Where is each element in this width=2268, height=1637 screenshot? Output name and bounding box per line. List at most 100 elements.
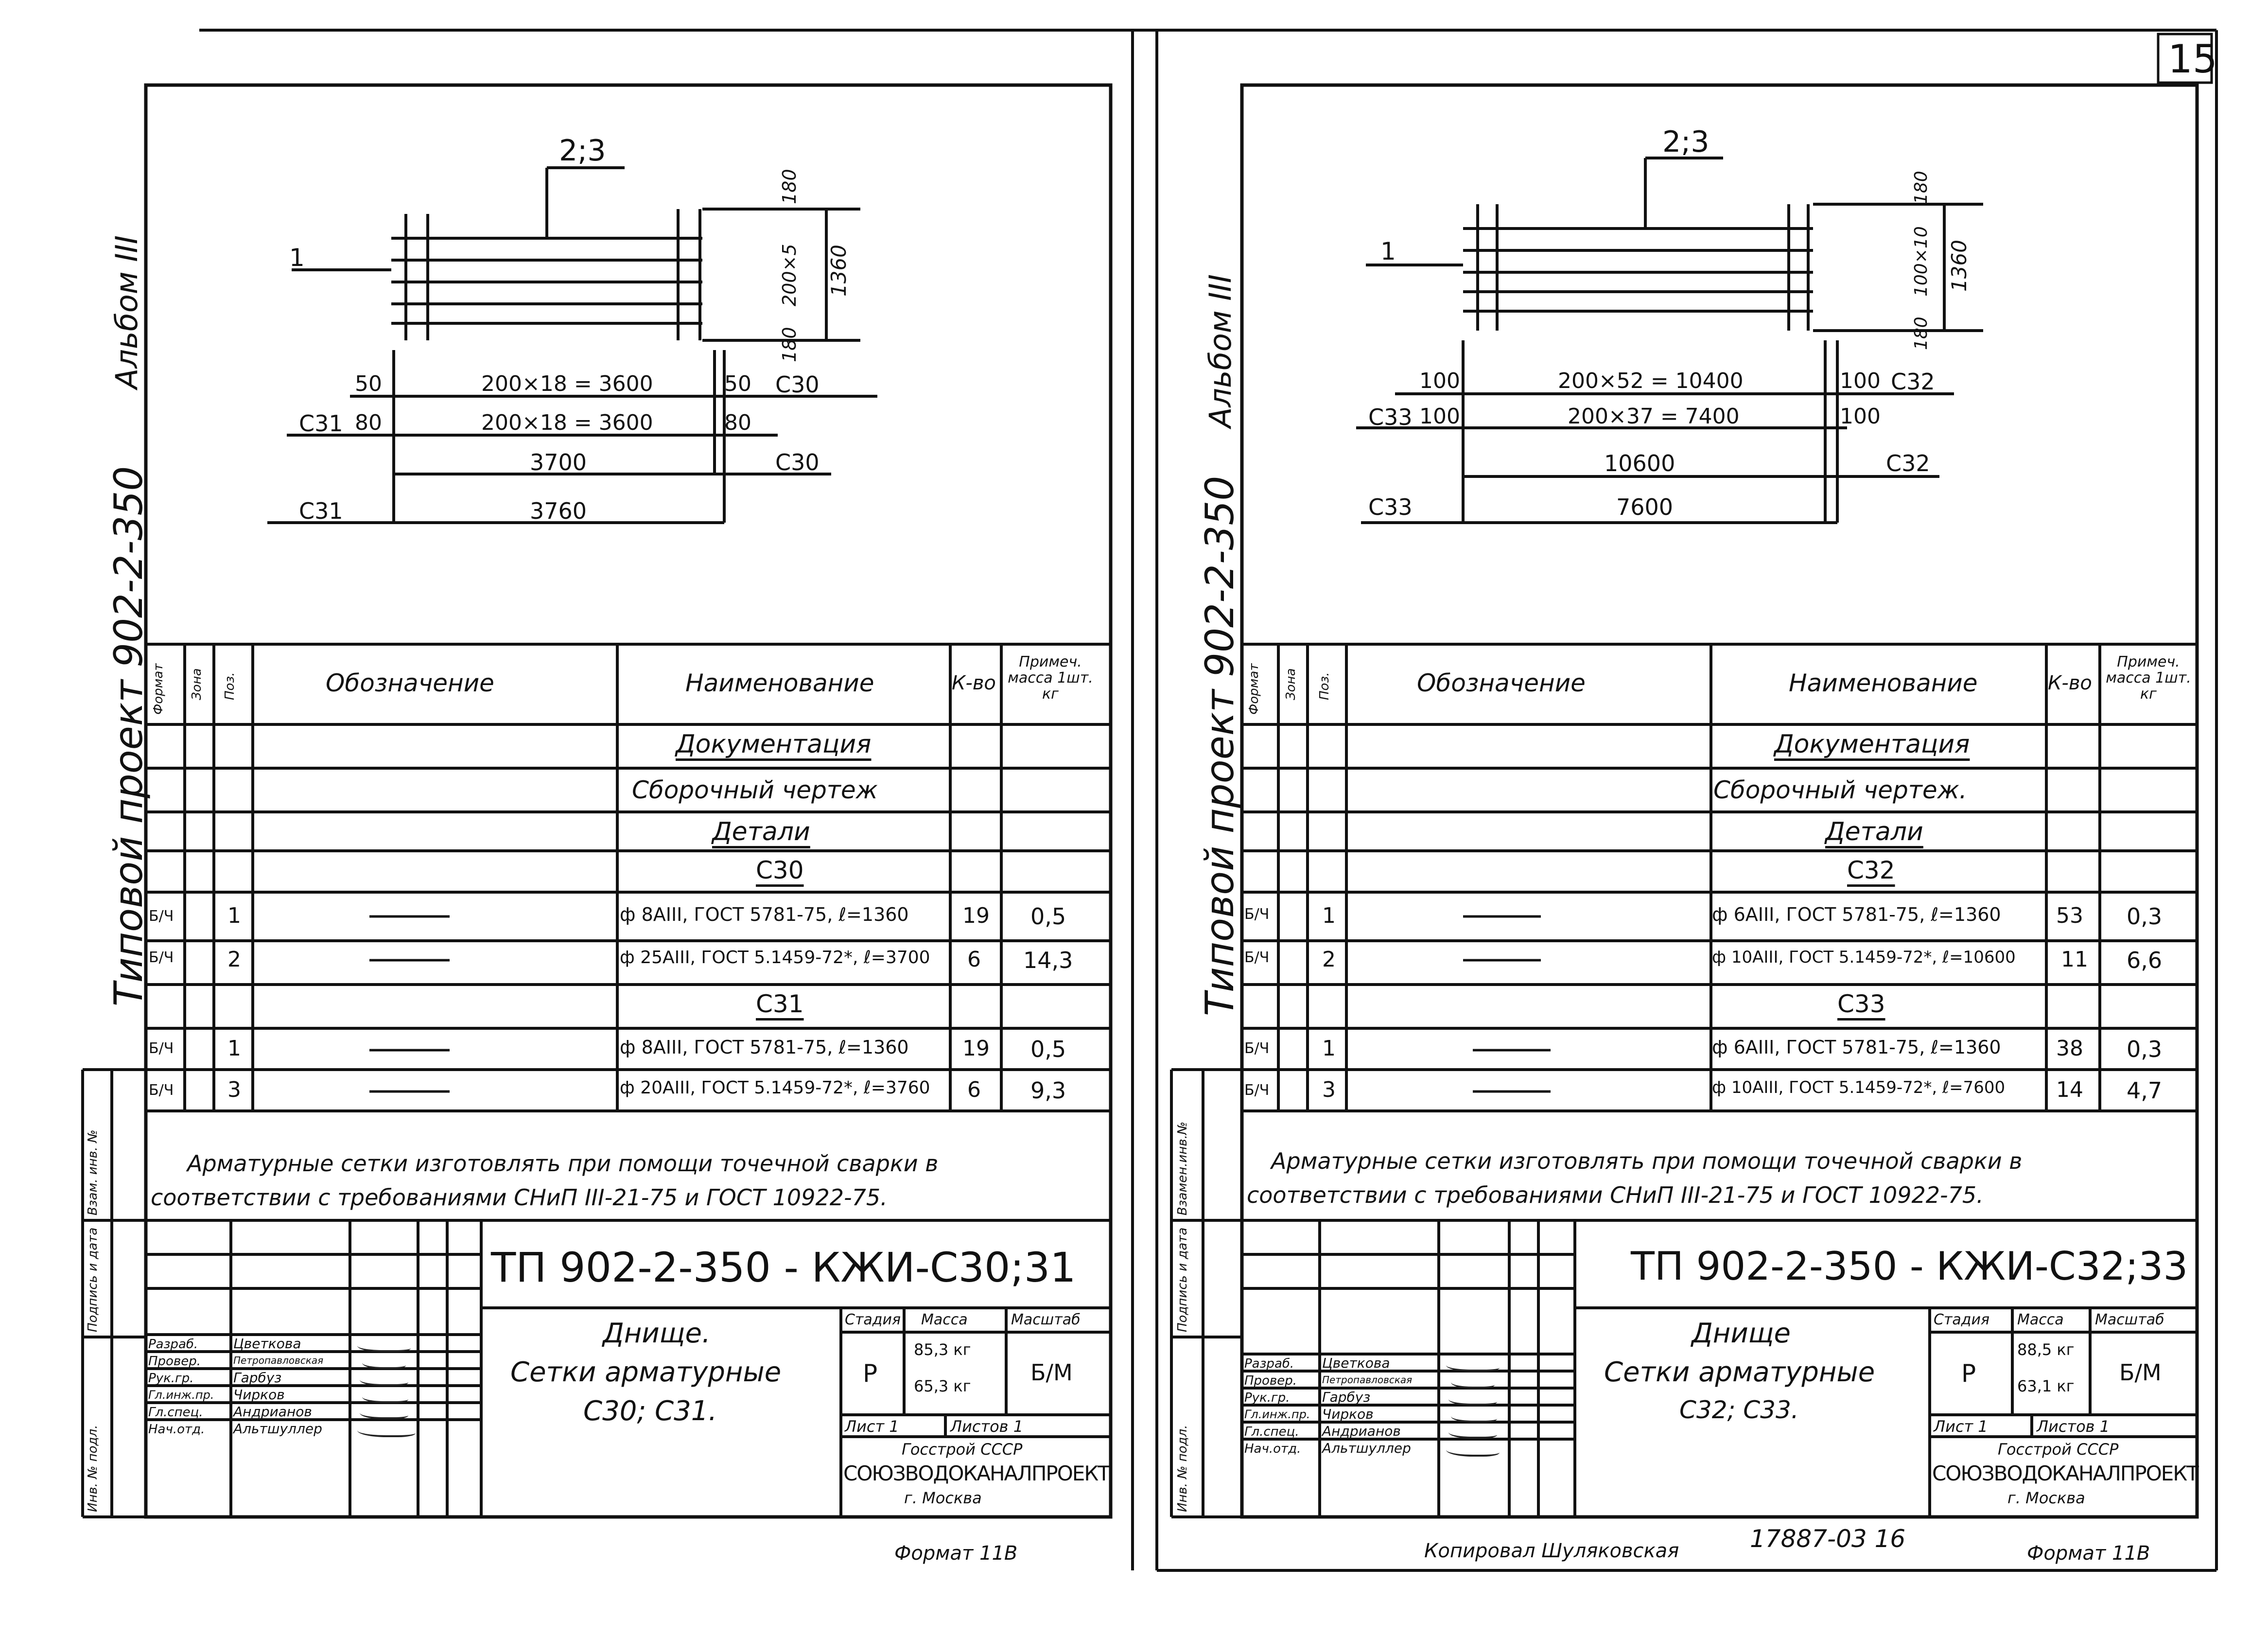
cell-format: Б/Ч [149, 949, 174, 966]
document-code: ТП 902-2-350 - КЖИ-С32;33 [1631, 1244, 2188, 1289]
role-label: Разраб. [1244, 1356, 1294, 1371]
dimension-label: 10600 [1604, 450, 1675, 476]
mass-header: Масса [2017, 1311, 2064, 1328]
dimension-label: 3700 [530, 449, 587, 475]
sheets-label: Листов 1 [950, 1417, 1024, 1436]
role-label: Гл.инж.пр. [1244, 1408, 1310, 1421]
mass-value-1: 85,3 кг [914, 1340, 971, 1359]
cell-name: ф 6АIII, ГОСТ 5781-75, ℓ=1360 [1712, 1037, 2001, 1058]
signature-scribble [1448, 1426, 1497, 1439]
cell-note: 14,3 [1023, 947, 1073, 973]
cell-note: 0,3 [2127, 1036, 2163, 1062]
mesh-tag: С30 [775, 371, 820, 398]
sheet-label: Лист 1 [845, 1417, 899, 1436]
signature-scribble [1446, 1359, 1500, 1372]
cell-qty: 19 [962, 903, 990, 928]
person-name: Гарбуз [1322, 1389, 1371, 1405]
cell-qty: 6 [967, 1077, 981, 1102]
left-project-label: Типовой проект 902-2-350 [106, 466, 151, 1006]
cell-format: Б/Ч [149, 1040, 174, 1057]
cell-format: Б/Ч [1244, 1040, 1270, 1057]
side-label: Взамен.инв.№ [1175, 1122, 1190, 1215]
section-documentation: Документация [1774, 730, 1970, 759]
column-header-qty: К-во [2048, 672, 2092, 694]
cell-pos: 1 [227, 1036, 241, 1061]
signature-scribble [357, 1339, 411, 1352]
org-line-2: СОЮЗВОДОКАНАЛПРОЕКТ [1932, 1461, 2199, 1485]
dimension-label: 80 [724, 410, 751, 435]
right-album-label: Альбом III [1203, 274, 1238, 428]
org-line-1: Госстрой СССР [902, 1440, 1023, 1459]
dimension-label: 180 [779, 169, 800, 204]
stage-header: Стадия [845, 1311, 901, 1328]
dimension-label: 100×10 [1911, 226, 1931, 297]
note-line-2: соответствии с требованиями СНиП III-21-… [151, 1184, 888, 1211]
role-label: Разраб. [148, 1337, 198, 1352]
cell-note: 4,7 [2127, 1077, 2163, 1104]
scale-value: Б/М [2119, 1359, 2162, 1386]
signature-scribble [360, 1373, 408, 1386]
person-name: Альтшуллер [1322, 1440, 1411, 1456]
dimension-label: 80 [355, 410, 382, 435]
column-header-designation: Обозначение [1417, 669, 1586, 697]
person-name: Чирков [1322, 1406, 1374, 1422]
signature-scribble [1446, 1443, 1500, 1457]
mesh-tag: С33 [1368, 404, 1413, 430]
column-header-format: Формат [151, 663, 166, 715]
signature-scribble [360, 1407, 408, 1419]
stage-value: Р [1961, 1359, 1976, 1388]
signature-scribble [362, 1391, 408, 1403]
person-name: Цветкова [233, 1336, 301, 1352]
side-label: Подпись и дата [86, 1227, 100, 1332]
group-header: С30 [756, 856, 804, 884]
side-label: Инв. № подл. [86, 1425, 100, 1512]
dimension-label: 50 [355, 371, 382, 396]
mesh-tag: С32 [1891, 369, 1935, 395]
position-label: 1 [1380, 237, 1396, 265]
side-label: Взам. инв. № [86, 1129, 100, 1215]
cell-pos: 2 [227, 947, 241, 972]
sheet-label: Лист 1 [1934, 1417, 1988, 1436]
mass-header: Масса [921, 1311, 968, 1328]
cell-pos: 3 [1322, 1077, 1336, 1102]
role-label: Нач.отд. [1244, 1442, 1301, 1456]
cell-format: Б/Ч [1244, 906, 1270, 923]
dimension-label: 180 [1911, 171, 1931, 204]
org-line-2: СОЮЗВОДОКАНАЛПРОЕКТ [843, 1461, 1110, 1485]
column-header-note: Примеч. масса 1шт. кг [1008, 653, 1093, 703]
cell-name: ф 20АIII, ГОСТ 5.1459-72*, ℓ=3760 [620, 1078, 930, 1098]
signature-scribble [362, 1356, 406, 1369]
role-label: Гл.спец. [148, 1405, 203, 1420]
org-line-1: Госстрой СССР [1998, 1440, 2119, 1459]
format-label: Формат 11В [894, 1542, 1018, 1565]
dimension-label: 100 [1840, 369, 1881, 393]
person-name: Петропавловская [233, 1355, 324, 1366]
mesh-tag: С31 [299, 410, 343, 437]
mass-value-2: 63,1 кг [2017, 1377, 2075, 1395]
section-documentation: Документация [676, 730, 872, 759]
dimension-label: 200×37 = 7400 [1568, 404, 1740, 429]
role-label: Нач.отд. [148, 1422, 205, 1437]
person-name: Чирков [233, 1387, 285, 1403]
scale-value: Б/М [1030, 1359, 1073, 1386]
cell-format: Б/Ч [149, 908, 174, 925]
cell-note: 6,6 [2127, 947, 2163, 973]
stamp-title-2: Сетки арматурные [1604, 1356, 1875, 1388]
dimension-label: 7600 [1616, 494, 1674, 520]
callout-label: 2;3 [559, 134, 606, 168]
cell-qty: 14 [2056, 1077, 2083, 1102]
right-project-label: Типовой проект 902-2-350 [1197, 475, 1242, 1016]
column-header-note: Примеч. масса 1шт. кг [2106, 653, 2191, 703]
signature-scribble [357, 1424, 416, 1437]
position-label: 1 [289, 244, 305, 272]
column-header-format: Формат [1247, 663, 1261, 715]
role-label: Рук.гр. [1244, 1391, 1290, 1405]
role-label: Гл.инж.пр. [148, 1388, 214, 1402]
cell-name: ф 10АIII, ГОСТ 5.1459-72*, ℓ=7600 [1712, 1078, 2006, 1097]
stage-value: Р [863, 1359, 878, 1388]
archive-number: 17887-03 16 [1750, 1525, 1906, 1553]
dimension-label: 50 [724, 371, 751, 396]
cell-format: Б/Ч [149, 1082, 174, 1099]
mesh-tag: С31 [299, 498, 343, 524]
